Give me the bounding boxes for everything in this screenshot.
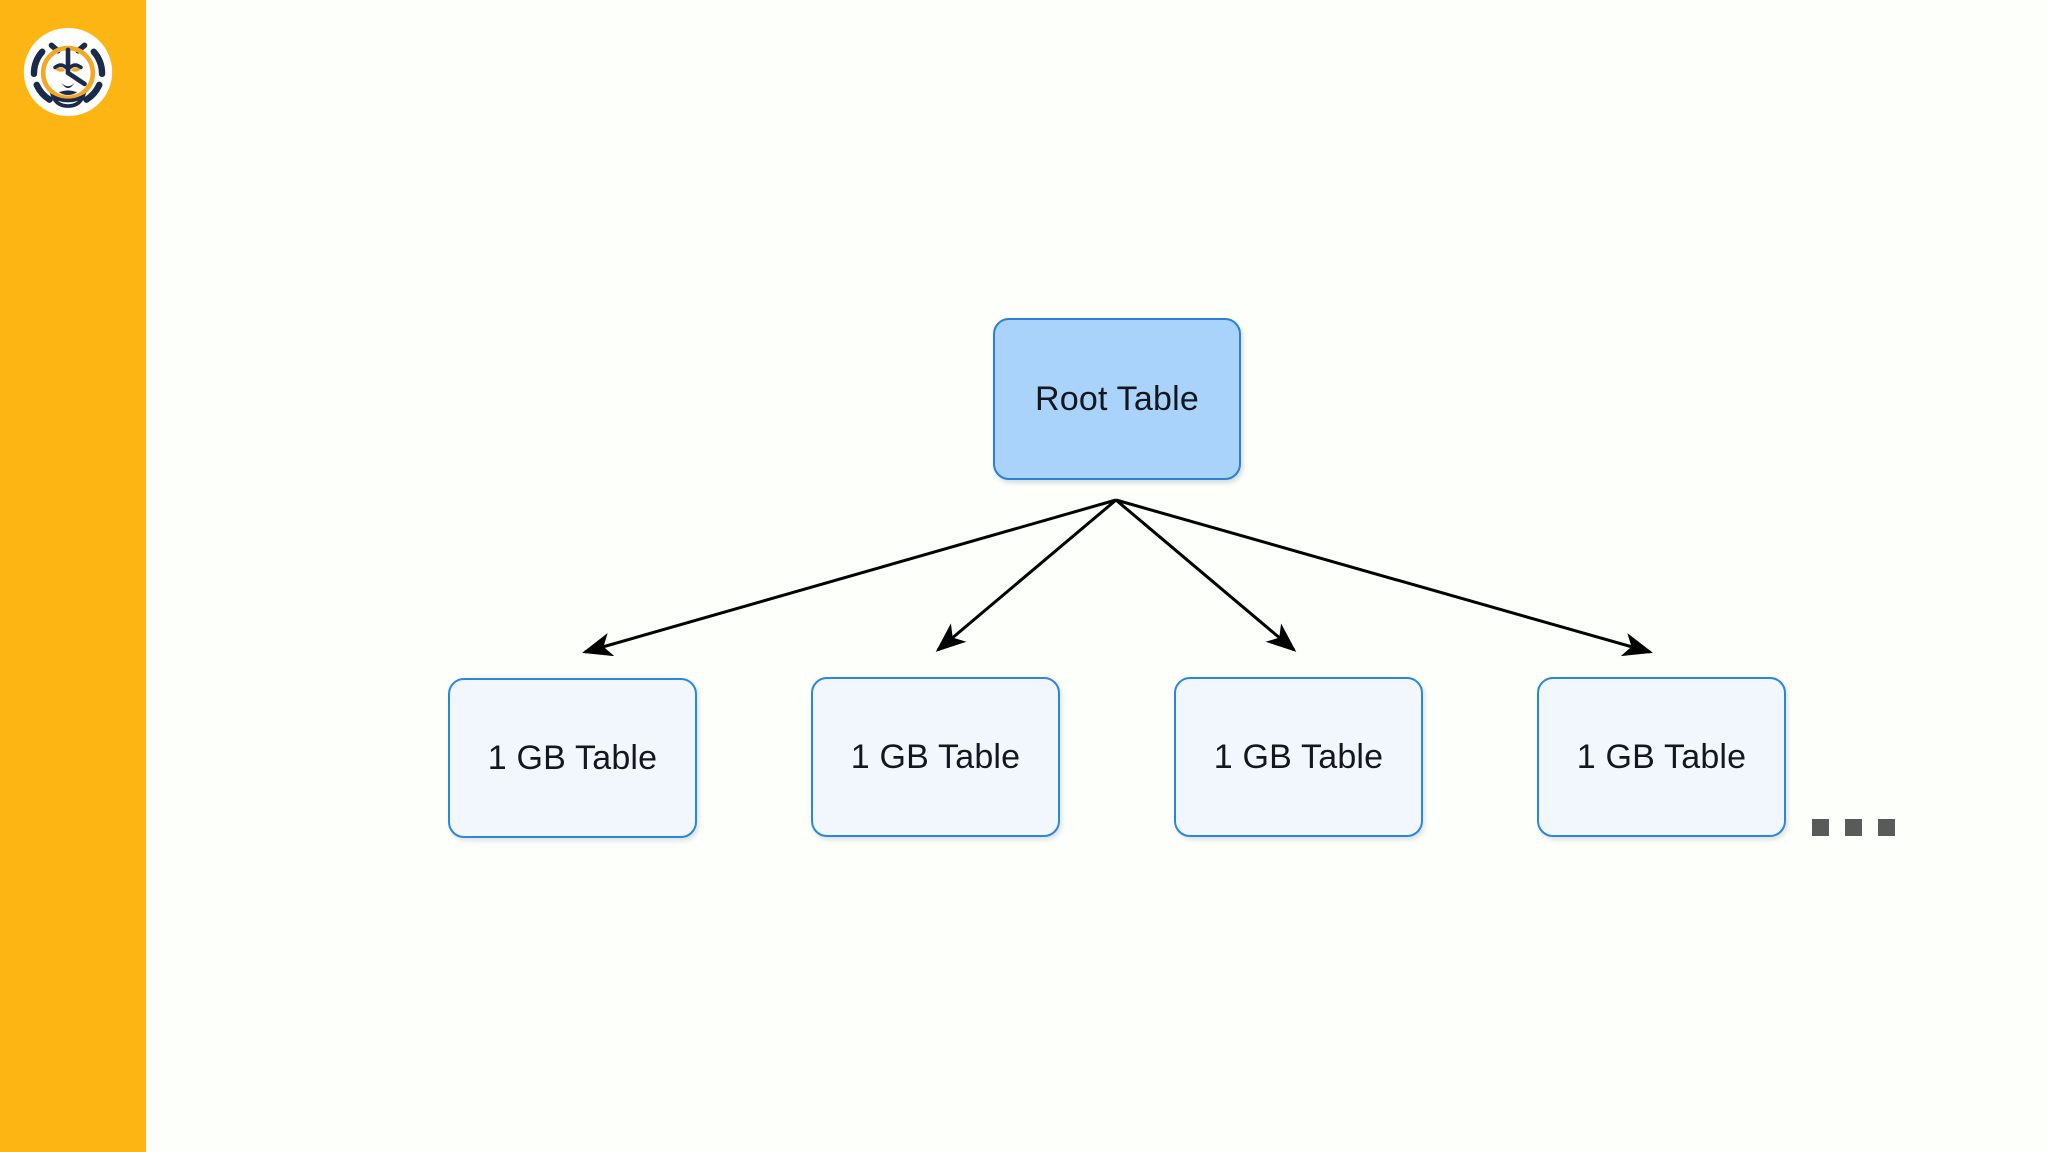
brand-sidebar-rail <box>0 0 146 1152</box>
node-leaf-table-1-label: 1 GB Table <box>487 738 658 777</box>
edge-root-to-leaf-0 <box>582 498 1117 657</box>
node-leaf-table-2[interactable]: 1 GB Table <box>811 677 1060 837</box>
node-root-table[interactable]: Root Table <box>993 318 1241 480</box>
ellipsis-dot <box>1878 819 1895 836</box>
ellipsis-dot <box>1845 819 1862 836</box>
edge-root-to-leaf-1 <box>935 498 1117 652</box>
edge-root-to-leaf-2 <box>1115 498 1297 652</box>
node-leaf-table-1[interactable]: 1 GB Table <box>448 678 697 838</box>
node-leaf-table-3-label: 1 GB Table <box>1213 737 1384 776</box>
ellipsis-icon <box>1812 819 1895 836</box>
node-root-table-label: Root Table <box>1035 379 1199 418</box>
edge-root-to-leaf-3 <box>1115 498 1653 657</box>
node-leaf-table-4-label: 1 GB Table <box>1576 737 1747 776</box>
node-leaf-table-3[interactable]: 1 GB Table <box>1174 677 1423 837</box>
ellipsis-dot <box>1812 819 1829 836</box>
tiger-face-logo <box>22 26 114 118</box>
node-leaf-table-4[interactable]: 1 GB Table <box>1537 677 1786 837</box>
node-leaf-table-2-label: 1 GB Table <box>850 737 1021 776</box>
